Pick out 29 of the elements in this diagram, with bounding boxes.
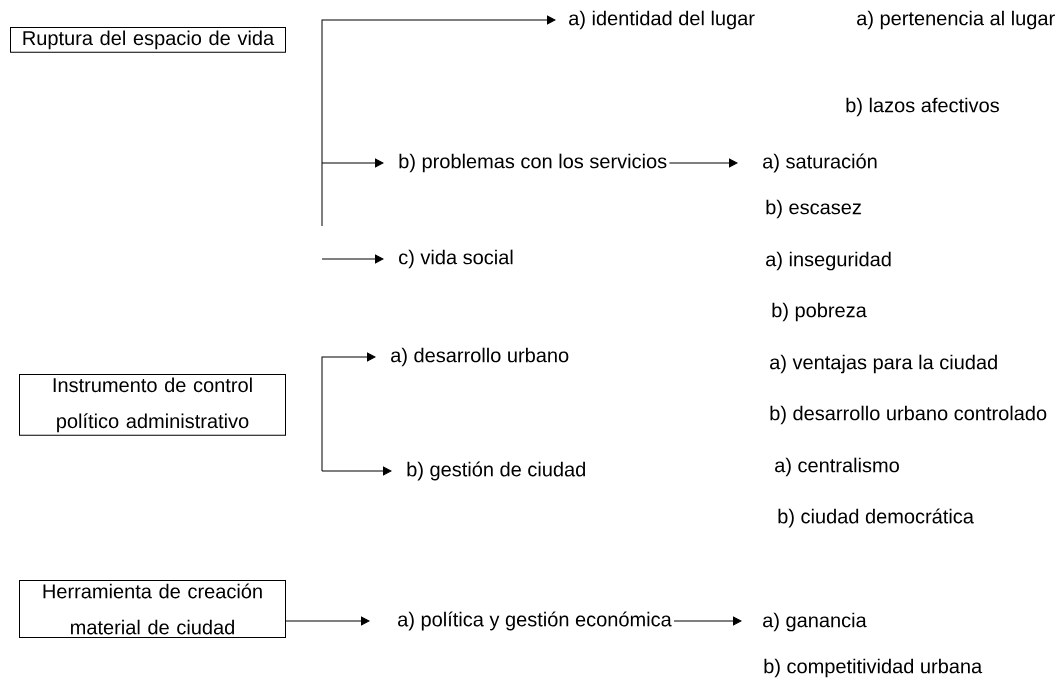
list-item-text: b) pobreza [772, 302, 867, 322]
item-text: c) vida social [399, 249, 513, 269]
list-item-text: a) pertenencia al lugar [857, 10, 1055, 30]
concept-box: Instrumento de control político administrativo [19, 374, 286, 436]
concept-box: Herramienta de creación material de ciudad [19, 580, 286, 638]
bracket-arrow [321, 15, 556, 227]
list-item-text: b) competitividad urbana [764, 658, 983, 678]
arrow [321, 466, 392, 476]
item-text: a) política y gestión económica [398, 611, 672, 631]
list-item-text: a) inseguridad [766, 251, 891, 271]
arrow [321, 254, 384, 264]
arrow [673, 616, 742, 626]
item-text: a) identidad del lugar [569, 10, 755, 30]
list-item-text: a) centralismo [775, 457, 899, 477]
arrow [668, 158, 738, 168]
item-text: a) saturación [763, 153, 877, 173]
list-item-text: b) escasez [766, 199, 861, 219]
item-text: a) ganancia [763, 612, 867, 632]
concept-box: Ruptura del espacio de vida [10, 27, 286, 53]
list-item-text: b) lazos afectivos [846, 97, 999, 117]
list-item-text: a) ventajas para la ciudad [770, 354, 997, 374]
item-text: b) problemas con los servicios [399, 153, 667, 173]
bracket-arrow [321, 352, 376, 472]
list-item-text: b) ciudad democrática [778, 508, 974, 528]
arrow [285, 616, 370, 626]
item-text: b) gestión de ciudad [407, 461, 585, 481]
arrow [321, 158, 384, 168]
item-text: a) desarrollo urbano [391, 347, 569, 367]
list-item-text: b) desarrollo urbano controlado [770, 405, 1047, 425]
